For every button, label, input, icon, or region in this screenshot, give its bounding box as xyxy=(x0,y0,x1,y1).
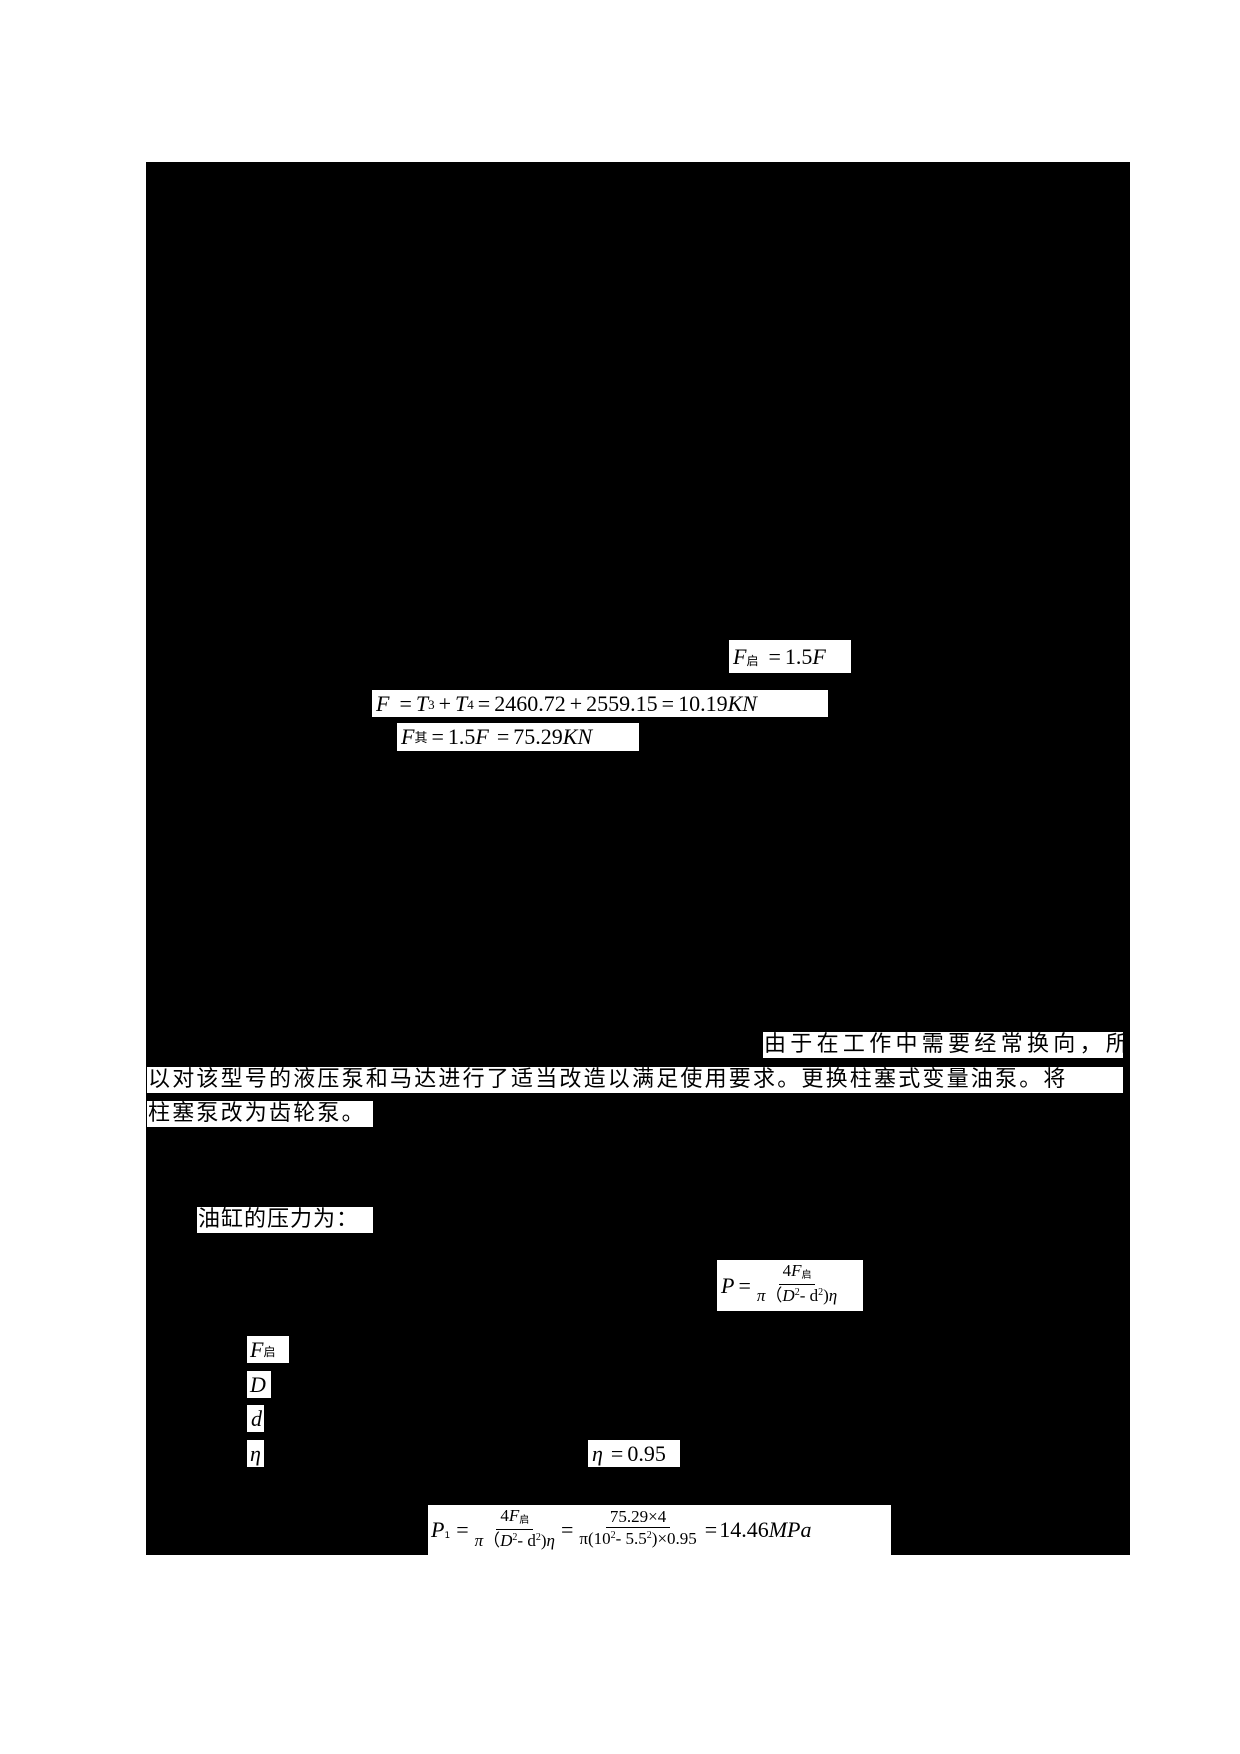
den-part: )×0.95 xyxy=(651,1529,697,1548)
symbol-d: d xyxy=(247,1405,264,1432)
var-t3: T xyxy=(415,690,429,716)
result-value: 10.19 xyxy=(678,690,728,716)
paren: ) xyxy=(823,1286,829,1305)
unit: KN xyxy=(562,724,593,749)
sub-qi: 启 xyxy=(746,653,759,668)
exp: 2 xyxy=(646,1530,652,1541)
eta: η xyxy=(828,1286,838,1305)
var-f: F xyxy=(508,1505,520,1525)
exp: 2 xyxy=(512,1531,518,1543)
paren: （ xyxy=(765,1286,783,1305)
den-part: - 5.5 xyxy=(615,1529,647,1548)
formula-force-sum: F = T 3 + T 4 = 2460.72 + 2559.15 = 10.1… xyxy=(372,690,828,717)
unit: KN xyxy=(727,690,757,716)
paragraph-line-1: 由于在工作中需要经常换向，所 xyxy=(763,1032,1123,1058)
exp: 2 xyxy=(535,1531,541,1543)
formula-eta-value: η = 0.95 xyxy=(588,1440,680,1467)
sub-1: 1 xyxy=(444,1530,451,1541)
var-f: F xyxy=(250,1336,264,1362)
eta-value: 0.95 xyxy=(627,1440,666,1466)
value-t4: 2559.15 xyxy=(586,690,658,716)
var-t4: T xyxy=(455,690,468,716)
symbol-f-start: F 启 xyxy=(247,1336,289,1363)
coef: 4 xyxy=(500,1505,509,1525)
fraction-numeric: 75.29×4 π(102- 5.52)×0.95 xyxy=(575,1507,700,1553)
var-f: F xyxy=(812,643,826,669)
sub-4: 4 xyxy=(467,697,474,712)
numeric-numerator: 75.29×4 xyxy=(605,1507,671,1528)
formula-pressure-general: P = 4F启 π（D2- d2)η xyxy=(717,1260,863,1311)
var-f: F xyxy=(791,1261,802,1280)
formula-force-qi: F 其 = 1.5 F = 75.29 KN xyxy=(397,723,639,751)
minus-d: - d xyxy=(799,1286,819,1305)
exp: 2 xyxy=(818,1287,824,1298)
den-part: π(10 xyxy=(579,1529,611,1548)
fraction-symbolic: 4F启 π（D2- d2)η xyxy=(471,1506,559,1555)
pi: π xyxy=(756,1286,766,1305)
pressure-heading: 油缸的压力为： xyxy=(197,1207,373,1233)
exp: 2 xyxy=(610,1530,616,1541)
symbol-D: D xyxy=(247,1371,271,1398)
coef: 4 xyxy=(782,1261,792,1280)
exp: 2 xyxy=(794,1287,800,1298)
var-D: D xyxy=(782,1286,795,1305)
paren: （ xyxy=(483,1530,501,1550)
var-D: D xyxy=(500,1530,513,1550)
sub-qi: 启 xyxy=(519,1514,530,1526)
value-t3: 2460.72 xyxy=(494,690,566,716)
var-f: F xyxy=(376,690,390,716)
var-f: F xyxy=(401,724,415,749)
var-f: F xyxy=(733,643,747,669)
minus-d: - d xyxy=(517,1530,536,1550)
var-p: P xyxy=(721,1272,735,1298)
redacted-region xyxy=(146,162,1130,1555)
var-p: P xyxy=(431,1517,445,1542)
result-value: 75.29 xyxy=(513,724,563,749)
formula-start-force: F 启 = 1.5 F xyxy=(729,640,851,673)
coef: 1.5 xyxy=(784,643,813,669)
result-value: 14.46 xyxy=(719,1517,769,1542)
pi: π xyxy=(474,1530,484,1550)
eta: η xyxy=(592,1440,603,1466)
unit: MPa xyxy=(768,1517,812,1542)
paragraph-line-2: 以对该型号的液压泵和马达进行了适当改造以满足使用要求。更换柱塞式变量油泵。将 xyxy=(147,1067,1123,1093)
eta: η xyxy=(546,1530,555,1550)
equals-sign: = xyxy=(768,643,781,669)
var-f: F xyxy=(475,724,489,749)
plus-sign: + xyxy=(438,690,452,716)
symbol-eta: η xyxy=(247,1440,264,1467)
sub-qi: 其 xyxy=(414,730,428,746)
coef: 1.5 xyxy=(447,724,476,749)
paren: ) xyxy=(540,1530,547,1550)
sub-qi: 启 xyxy=(801,1270,812,1281)
paragraph-line-3: 柱塞泵改为齿轮泵。 xyxy=(147,1101,373,1127)
sub-3: 3 xyxy=(428,697,435,712)
sub-qi: 启 xyxy=(263,1344,276,1359)
fraction: 4F启 π（D2- d2)η xyxy=(753,1261,841,1310)
